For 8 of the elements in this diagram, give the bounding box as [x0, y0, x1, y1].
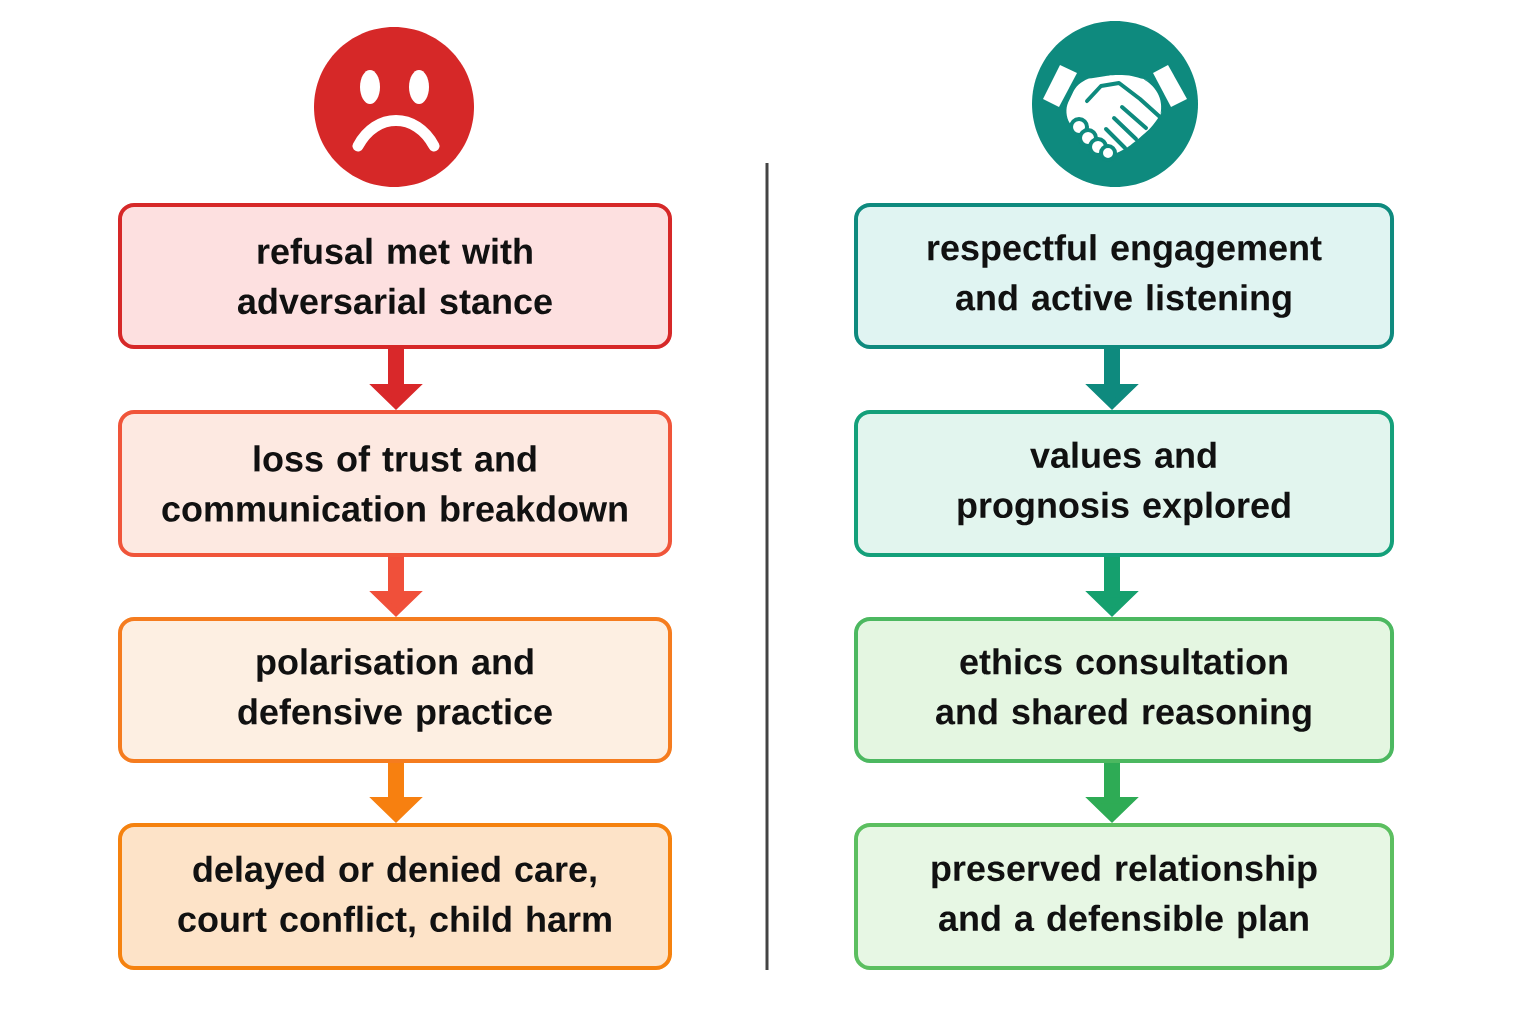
process-box: ethics consultation and shared reasoning — [854, 617, 1394, 763]
process-box: respectful engagement and active listening — [854, 203, 1394, 349]
process-box: refusal met with adversarial stance — [118, 203, 672, 349]
process-box: preserved relationship and a defensible plan — [854, 823, 1394, 970]
process-box: loss of trust and communication breakdown — [118, 410, 672, 557]
process-box: polarisation and defensive practice — [118, 617, 672, 763]
process-box: values and prognosis explored — [854, 410, 1394, 557]
process-box: delayed or denied care, court conflict, child harm — [118, 823, 672, 970]
